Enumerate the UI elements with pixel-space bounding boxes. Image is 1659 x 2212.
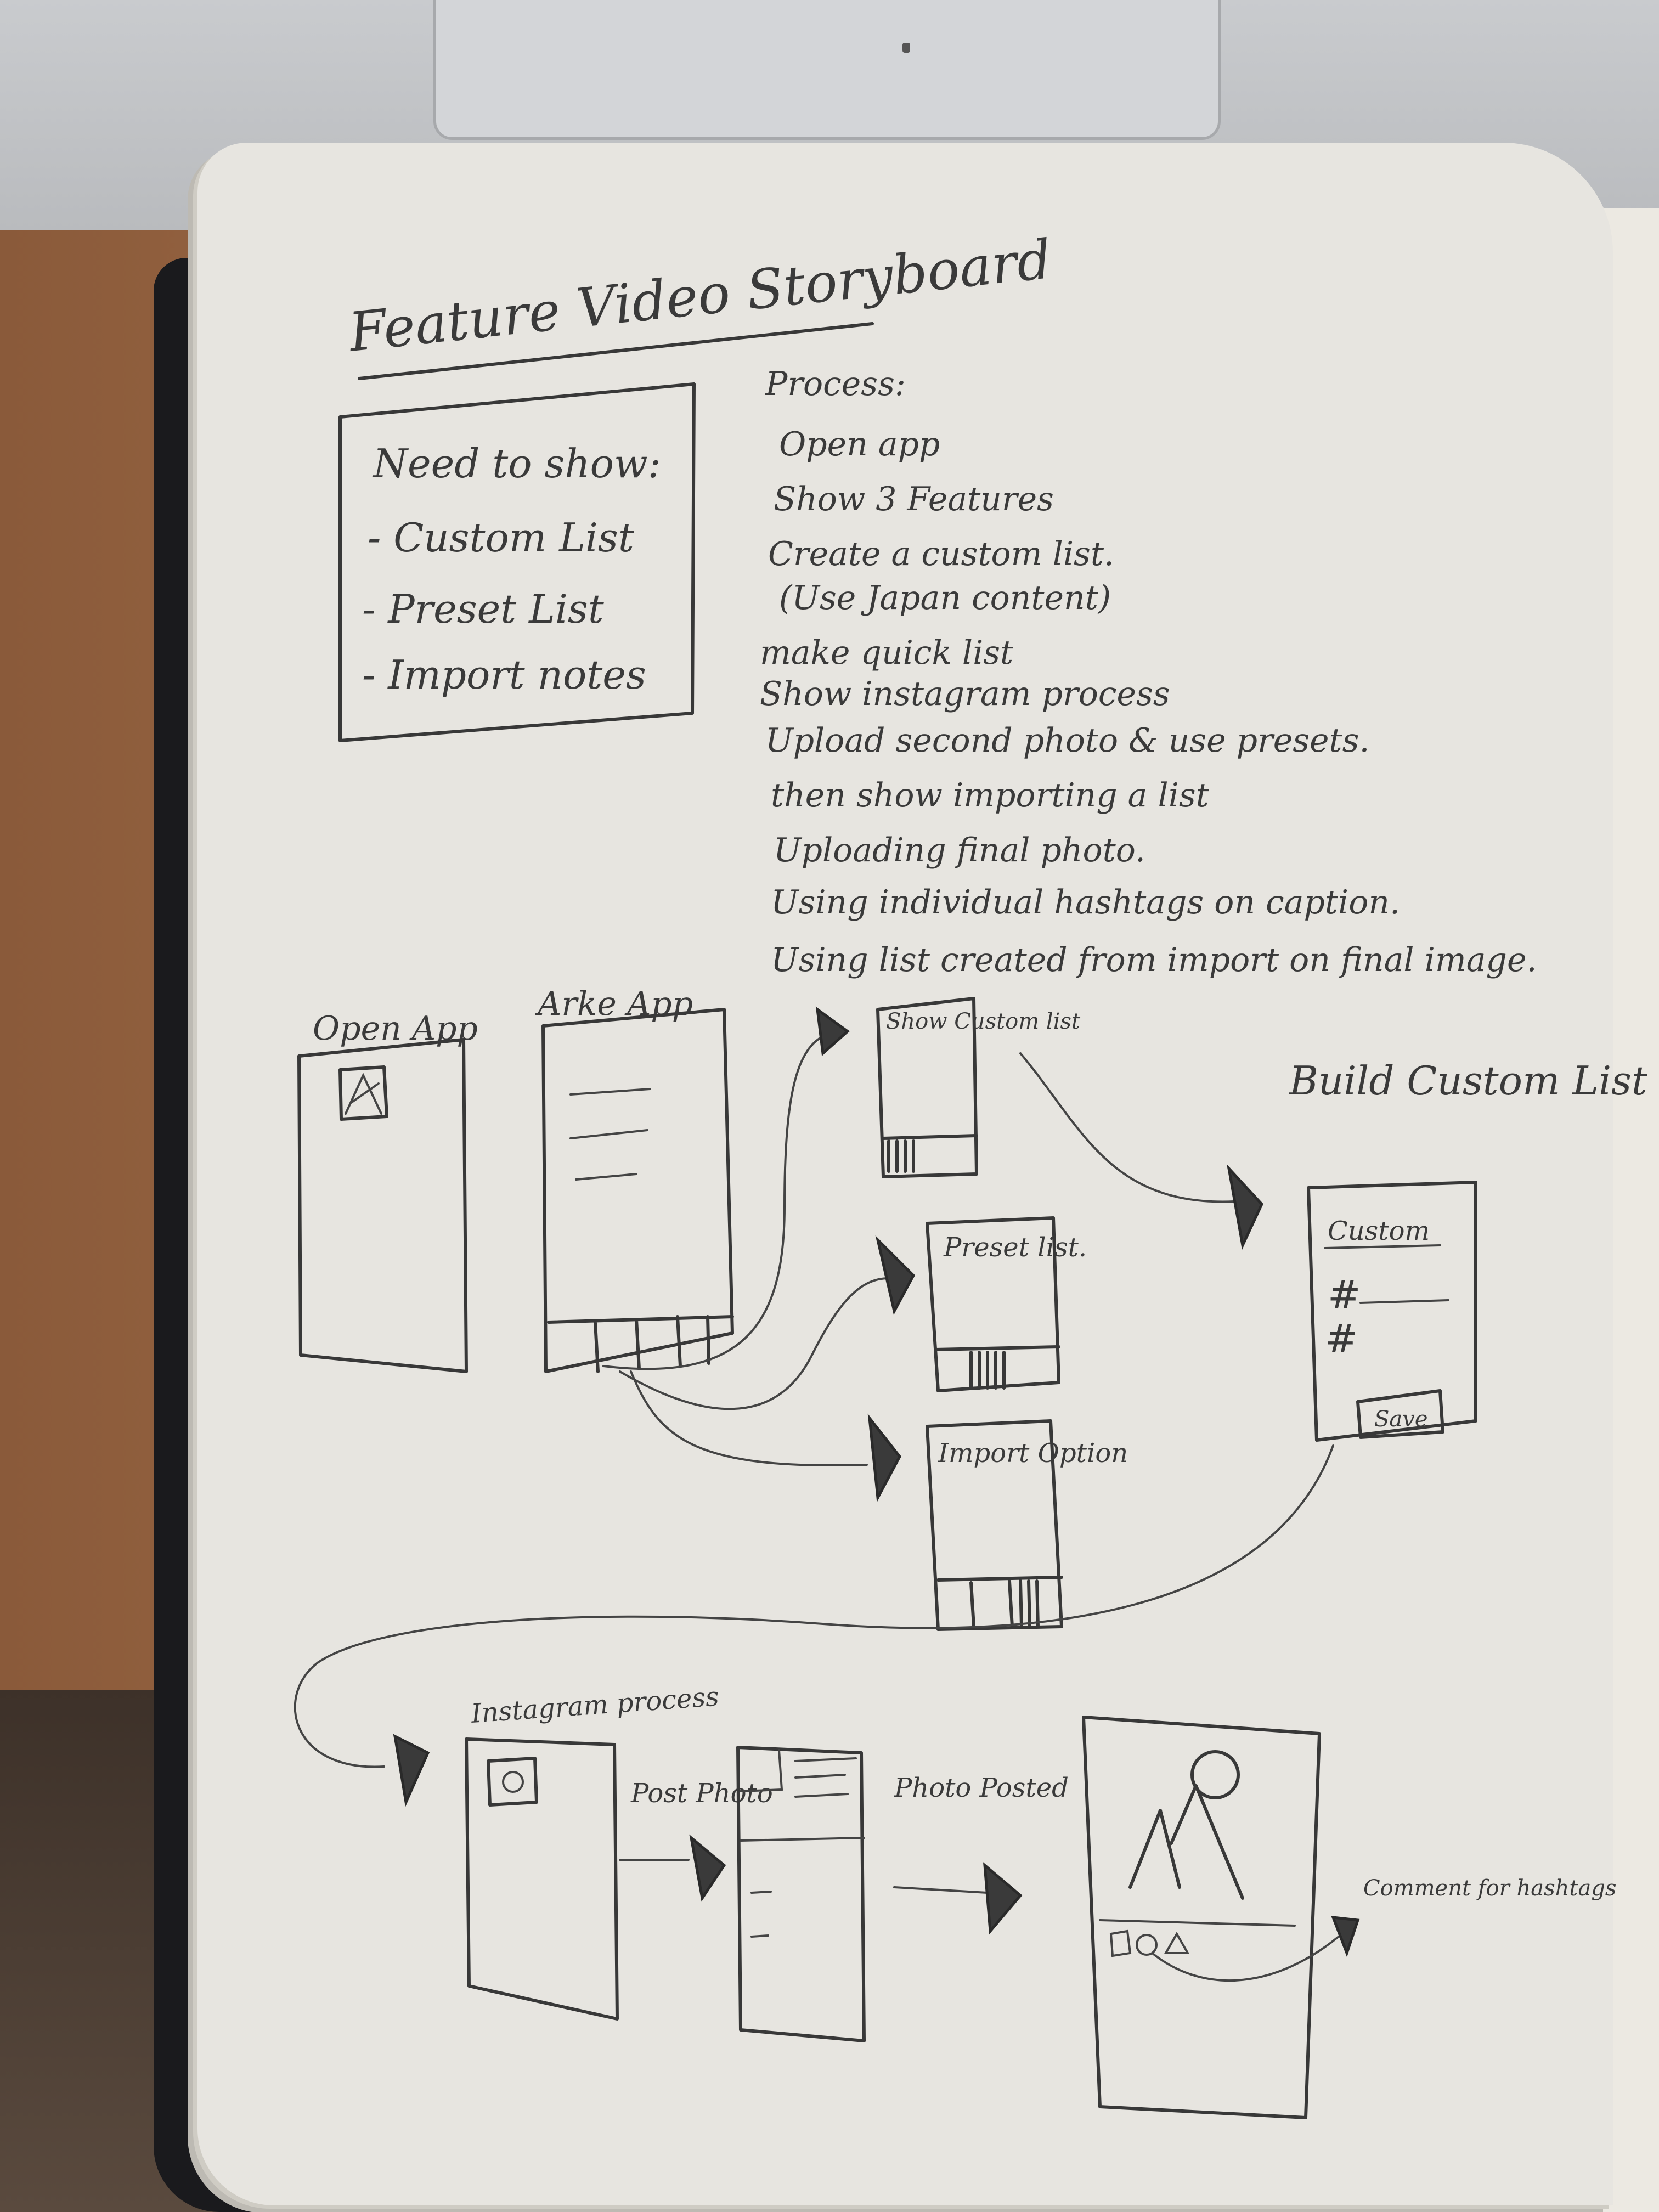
arrow-to-build-custom — [1019, 1052, 1235, 1203]
like-icon — [1109, 1929, 1132, 1957]
arrow-to-comment — [1151, 1936, 1340, 1982]
process-step-4: (Use Japan content) — [779, 579, 1111, 617]
need-item-preset-list: - Preset List — [362, 586, 605, 632]
show-custom-tab-bar — [882, 1134, 978, 1173]
comment-for-hashtags-label: Comment for hashtags — [1363, 1876, 1616, 1901]
import-tab-bar — [936, 1576, 1063, 1628]
arrowhead-comment — [1331, 1916, 1360, 1957]
need-to-show-box — [338, 382, 696, 742]
process-step-7: Upload second photo & use presets. — [765, 721, 1370, 760]
posted-photo-phone — [1082, 1716, 1321, 2119]
custom-save-label: Save — [1374, 1407, 1428, 1432]
show-custom-list-label: Show Custom list — [886, 1009, 1081, 1034]
custom-save-button — [1356, 1389, 1444, 1439]
process-heading: Process: — [765, 365, 906, 403]
app-icon — [338, 1065, 388, 1121]
process-step-6: Show instagram process — [760, 675, 1170, 713]
arke-app-label: Arke App — [535, 985, 693, 1023]
arrowhead-preset — [875, 1235, 916, 1316]
notebook-page — [198, 143, 1613, 2205]
arrow-to-show-custom — [602, 1030, 846, 1370]
instagram-phone — [465, 1737, 619, 2021]
preset-list-phone — [926, 1216, 1060, 1392]
import-option-phone — [926, 1419, 1063, 1631]
comment-icon — [1136, 1934, 1158, 1956]
title-underline — [358, 322, 874, 380]
process-step-5: make quick list — [760, 634, 1014, 672]
caption-phone — [736, 1746, 866, 2042]
import-option-label: Import Option — [938, 1438, 1128, 1469]
arke-tab-bar — [547, 1315, 734, 1373]
arrow-to-instagram — [294, 1444, 1334, 1768]
show-custom-list-phone — [876, 997, 978, 1178]
photo-posted-label: Photo Posted — [894, 1773, 1069, 1803]
need-to-show-heading: Need to show: — [372, 441, 661, 487]
app-icon-glyph — [345, 1073, 382, 1115]
process-step-10: Using individual hashtags on caption. — [771, 883, 1400, 922]
custom-screen-header: Custom — [1328, 1216, 1430, 1246]
build-custom-list-label: Build Custom List — [1288, 1058, 1648, 1104]
custom-hash-2: # — [1325, 1316, 1358, 1362]
instagram-process-label: Instagram process — [470, 1681, 720, 1730]
post-photo-label: Post Photo — [630, 1778, 773, 1809]
process-step-8: then show importing a list — [771, 776, 1210, 815]
process-step-11: Using list created from import on final … — [771, 941, 1537, 979]
need-item-custom-list: - Custom List — [368, 515, 635, 561]
arrowhead-instagram — [393, 1734, 430, 1807]
photo-divider — [1099, 1919, 1296, 1927]
trackpad-mark — [902, 43, 910, 53]
custom-hash-line — [1359, 1299, 1449, 1304]
preset-tab-bar — [934, 1345, 1060, 1390]
arrowhead-build-custom — [1227, 1164, 1263, 1250]
custom-list-phone — [1307, 1181, 1477, 1442]
arrow-to-preset — [619, 1277, 890, 1410]
process-step-9: Uploading final photo. — [774, 831, 1146, 870]
instagram-icon — [487, 1757, 538, 1807]
caption-lines — [740, 1749, 865, 1938]
arrowhead-import — [867, 1413, 901, 1503]
page-title: Feature Video Storyboard — [345, 228, 1054, 364]
laptop-trackpad — [433, 0, 1221, 140]
custom-header-underline — [1324, 1244, 1441, 1249]
arrow-to-import — [630, 1370, 868, 1467]
photo-mountains — [1128, 1784, 1244, 1900]
process-step-1: Open app — [779, 425, 940, 464]
arrowhead-show-custom — [815, 1006, 850, 1057]
arke-app-phone — [541, 1008, 734, 1373]
instagram-icon-lens — [502, 1771, 524, 1793]
share-icon — [1164, 1931, 1190, 1954]
need-item-import-notes: - Import notes — [362, 652, 646, 698]
open-app-phone — [297, 1038, 468, 1373]
arke-list-lines — [569, 1088, 651, 1181]
preset-list-label: Preset list. — [943, 1232, 1087, 1263]
arrow-photo-posted — [893, 1886, 989, 1894]
process-step-2: Show 3 Features — [774, 480, 1054, 518]
custom-hash-1: # — [1328, 1272, 1361, 1318]
process-step-3: Create a custom list. — [768, 535, 1114, 573]
photo-sun — [1190, 1750, 1240, 1799]
arrowhead-photo-posted — [983, 1862, 1023, 1935]
arrowhead-post-photo — [689, 1834, 726, 1902]
